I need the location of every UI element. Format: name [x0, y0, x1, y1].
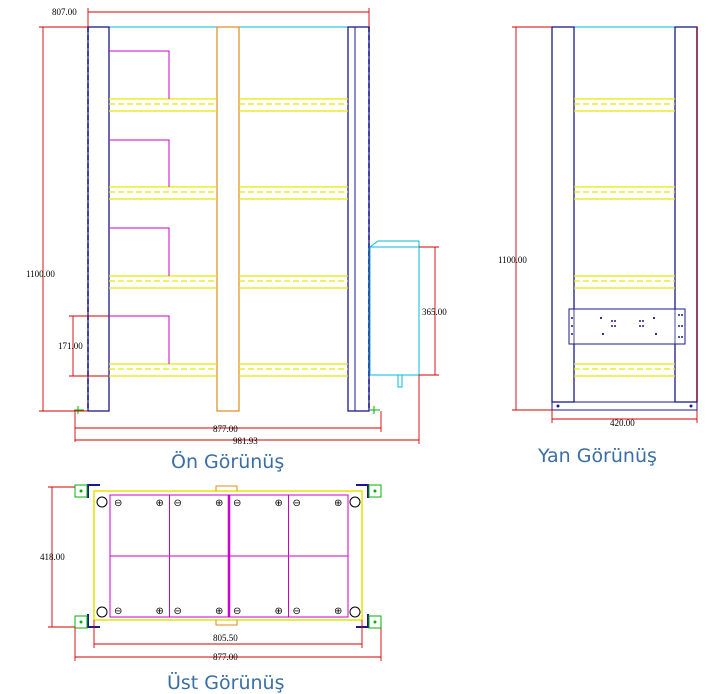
positive-terminal-icon: ⊕: [156, 498, 164, 509]
positive-terminal-icon: ⊕: [275, 498, 283, 509]
top-dim-outer-width: 877.00: [213, 652, 238, 662]
front-side-box: [369, 246, 420, 376]
top-mounting-tabs: [74, 484, 382, 629]
positive-terminal-icon: ⊕: [334, 606, 342, 617]
top-outer-frame: [93, 490, 363, 621]
front-dim-inner-width: 877.00: [213, 424, 238, 434]
top-dimension-lines: [48, 486, 382, 661]
negative-terminal-icon: ⊖: [233, 606, 241, 617]
positive-terminal-icon: ⊕: [275, 606, 283, 617]
negative-terminal-icon: ⊖: [174, 498, 182, 509]
positive-terminal-icon: ⊕: [215, 498, 223, 509]
front-dim-side-box-height: 365.00: [422, 307, 447, 317]
front-dimension-lines: [39, 8, 439, 444]
front-center-post: [216, 26, 240, 412]
side-right-post: [674, 26, 698, 403]
front-side-box-top: [369, 240, 379, 248]
negative-terminal-icon: ⊖: [114, 498, 122, 509]
side-dimension-lines: [512, 26, 698, 423]
negative-terminal-icon: ⊖: [233, 498, 241, 509]
front-dim-height: 1100.00: [26, 269, 55, 279]
negative-terminal-icon: ⊖: [293, 498, 301, 509]
front-brackets: [109, 50, 170, 364]
side-view-caption: Yan Görünüş: [537, 445, 657, 467]
front-view-caption: Ön Görünüş: [171, 450, 284, 473]
top-corner-brackets: [87, 484, 369, 628]
top-dim-inner-width: 805.50: [213, 633, 238, 643]
front-feet: [74, 406, 380, 414]
top-dim-depth: 418.00: [40, 552, 65, 562]
top-view-caption: Üst Görünüş: [167, 671, 284, 694]
front-left-post: [87, 26, 110, 412]
negative-terminal-icon: ⊖: [293, 606, 301, 617]
negative-terminal-icon: ⊖: [174, 606, 182, 617]
top-corner-holes: [96, 496, 361, 618]
front-shelves: [109, 98, 348, 377]
top-view: ⊖ ⊕ ⊖ ⊕ ⊖ ⊕ ⊖ ⊕ ⊖ ⊕ ⊖ ⊕ ⊖ ⊕ ⊖ ⊕ 418.00 805.50 877.00 Üs…: [40, 484, 382, 694]
front-dim-top-width: 807.00: [52, 7, 77, 17]
battery-grid: ⊖ ⊕ ⊖ ⊕ ⊖ ⊕ ⊖ ⊕ ⊖ ⊕ ⊖ ⊕ ⊖ ⊕ ⊖ ⊕: [109, 494, 349, 618]
front-dim-overall-width: 981.93: [233, 436, 258, 446]
positive-terminal-icon: ⊕: [156, 606, 164, 617]
positive-terminal-icon: ⊕: [215, 606, 223, 617]
side-left-post: [551, 26, 575, 403]
front-dim-bottom-height: 171.00: [58, 341, 83, 351]
battery-cell: [288, 555, 349, 618]
negative-terminal-icon: ⊖: [114, 606, 122, 617]
side-base: [551, 401, 698, 411]
front-side-box-outlet: [397, 374, 403, 388]
side-shelves: [574, 98, 675, 377]
front-view: 807.00 1100.00 171.00 365.00 877.00 981.…: [26, 7, 447, 473]
positive-terminal-icon: ⊕: [334, 498, 342, 509]
side-dim-depth: 420.00: [610, 418, 635, 428]
side-mounting-plate: [568, 308, 686, 345]
side-view: 1100.00 420.00 Yan Görünüş: [498, 26, 698, 467]
side-dim-height: 1100.00: [498, 255, 527, 265]
front-right-post: [347, 26, 370, 412]
